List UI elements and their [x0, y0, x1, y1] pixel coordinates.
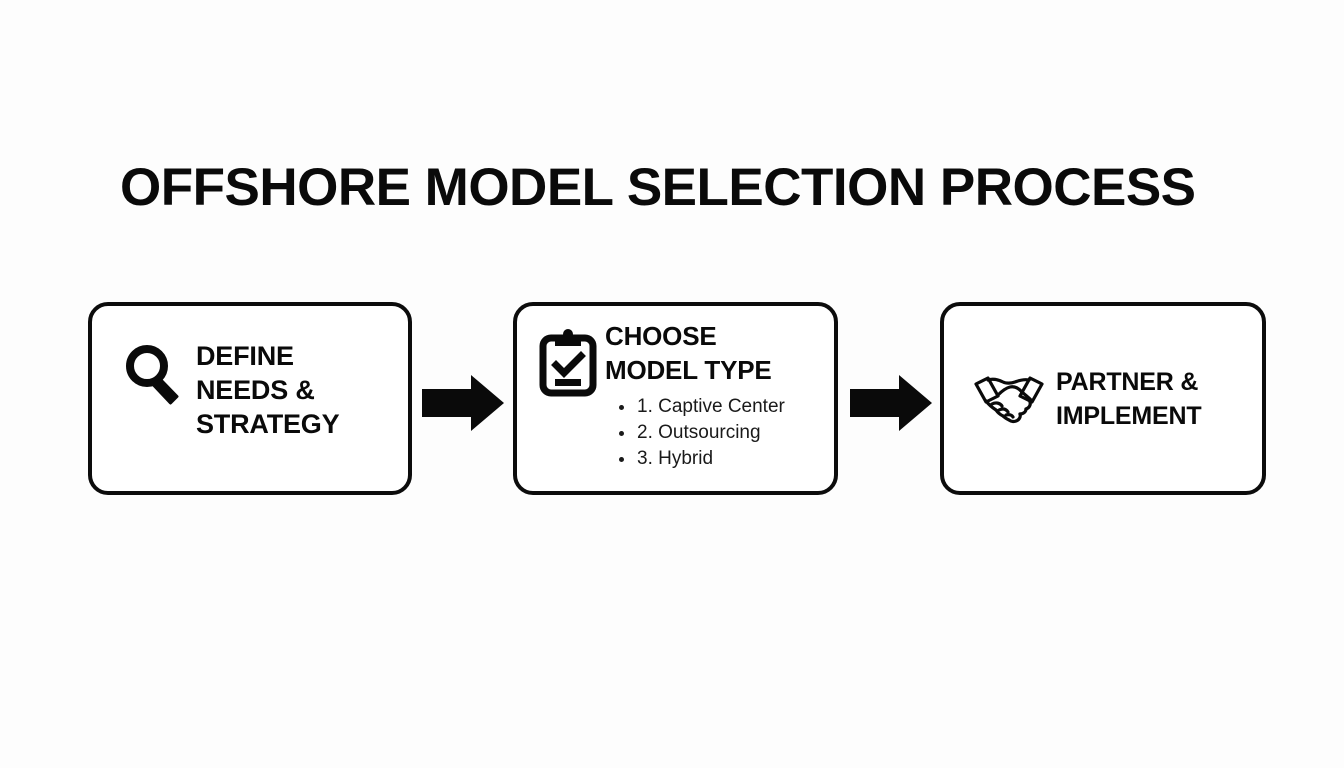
arrow-right-icon [422, 375, 504, 431]
step-box-content: PARTNER & IMPLEMENT [944, 306, 1262, 491]
step-heading: CHOOSE MODEL TYPE [605, 321, 772, 385]
step-box-partner-implement[interactable]: PARTNER & IMPLEMENT [940, 302, 1266, 495]
step-heading: DEFINE NEEDS & STRATEGY [196, 341, 340, 439]
step-heading: PARTNER & IMPLEMENT [1056, 367, 1202, 430]
step-text: DEFINE NEEDS & STRATEGY [196, 339, 408, 441]
list-item: 3. Hybrid [619, 446, 834, 472]
clipboard-check-icon [531, 319, 605, 397]
list-item: 2. Outsourcing [619, 420, 834, 446]
arrow-right-icon [850, 375, 932, 431]
step-box-content: DEFINE NEEDS & STRATEGY [92, 306, 408, 491]
magnifying-glass-icon [110, 339, 196, 407]
model-type-list: 1. Captive Center 2. Outsourcing 3. Hybr… [605, 394, 834, 472]
step-box-define-needs[interactable]: DEFINE NEEDS & STRATEGY [88, 302, 412, 495]
step-box-content: CHOOSE MODEL TYPE 1. Captive Center 2. O… [517, 306, 834, 491]
step-text: PARTNER & IMPLEMENT [1052, 365, 1262, 433]
page-title: OFFSHORE MODEL SELECTION PROCESS [120, 158, 1196, 217]
step-text: CHOOSE MODEL TYPE 1. Captive Center 2. O… [605, 319, 834, 472]
handshake-icon [966, 371, 1052, 427]
list-item: 1. Captive Center [619, 394, 834, 420]
step-box-choose-model-type[interactable]: CHOOSE MODEL TYPE 1. Captive Center 2. O… [513, 302, 838, 495]
